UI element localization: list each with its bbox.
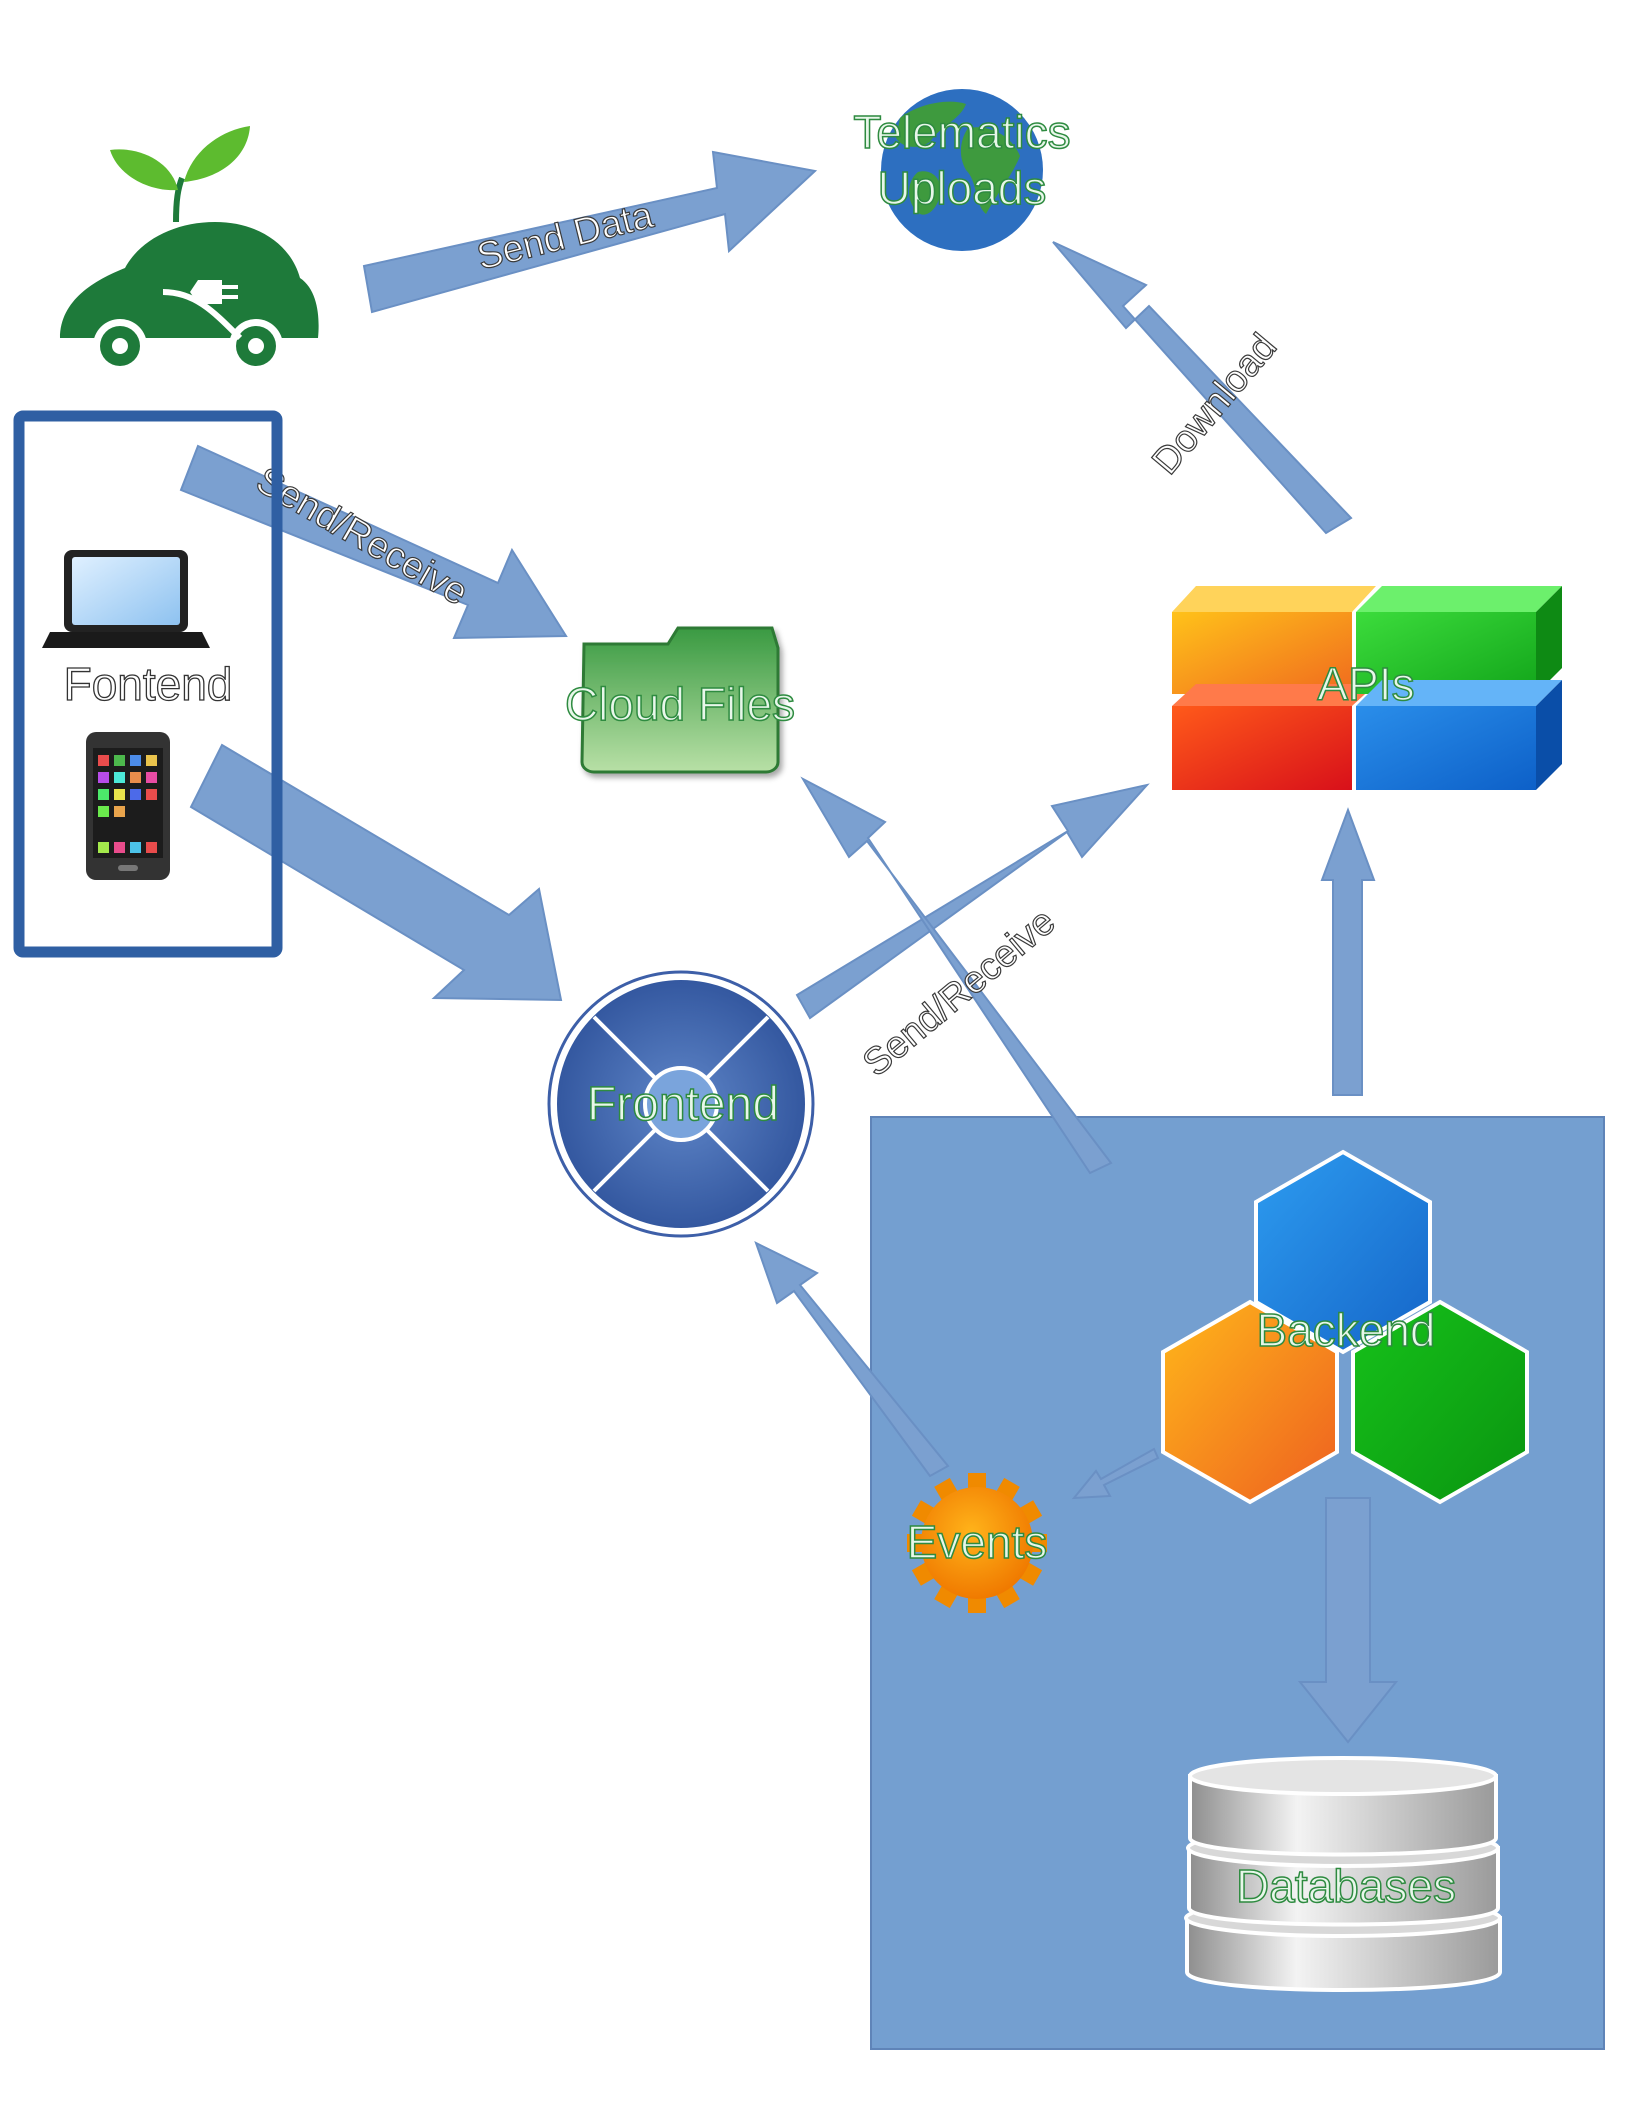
laptop-icon: [42, 550, 210, 648]
blocks-icon: [1172, 586, 1562, 790]
fontend-label: Fontend: [64, 658, 233, 710]
eco-car-icon: [60, 126, 319, 373]
globe-icon: [881, 89, 1043, 251]
device-group: [13, 410, 283, 958]
send-receive-cloud-label: Send/Receive: [249, 459, 475, 614]
backend-label: Backend: [1256, 1304, 1435, 1356]
folder-icon: [580, 626, 780, 774]
arrow-backend-databases: [1297, 1497, 1399, 1744]
wheel-icon: [547, 970, 815, 1238]
hexagon-cluster-icon: [1161, 1149, 1529, 1505]
cloud-files-label: Cloud Files: [565, 678, 795, 730]
arrow-backend-apis: [1320, 807, 1376, 1096]
arrow-backend-cloud: [800, 776, 1113, 1175]
events-label: Events: [907, 1516, 1048, 1568]
apis-label: APIs: [1317, 658, 1414, 710]
arrow-send-data: [362, 150, 818, 314]
arrow-events-frontend: [754, 1241, 950, 1478]
arrow-backend-events: [1071, 1447, 1160, 1500]
send-receive-apis-label: Send/Receive: [855, 901, 1063, 1085]
databases-label: Databases: [1236, 1860, 1456, 1912]
telematics-label-line1: Telematics: [853, 106, 1070, 158]
arrow-download: [1052, 241, 1353, 535]
telematics-label-line2: Uploads: [878, 162, 1047, 214]
smartphone-icon: [86, 732, 170, 880]
gear-icon: [907, 1473, 1047, 1613]
frontend-label: Frontend: [587, 1078, 779, 1131]
send-data-label: Send Data: [473, 194, 658, 278]
arrow-devices-frontend: [189, 743, 563, 1002]
arrow-frontend-apis: [795, 783, 1150, 1020]
database-icon: [1184, 1756, 1502, 1992]
